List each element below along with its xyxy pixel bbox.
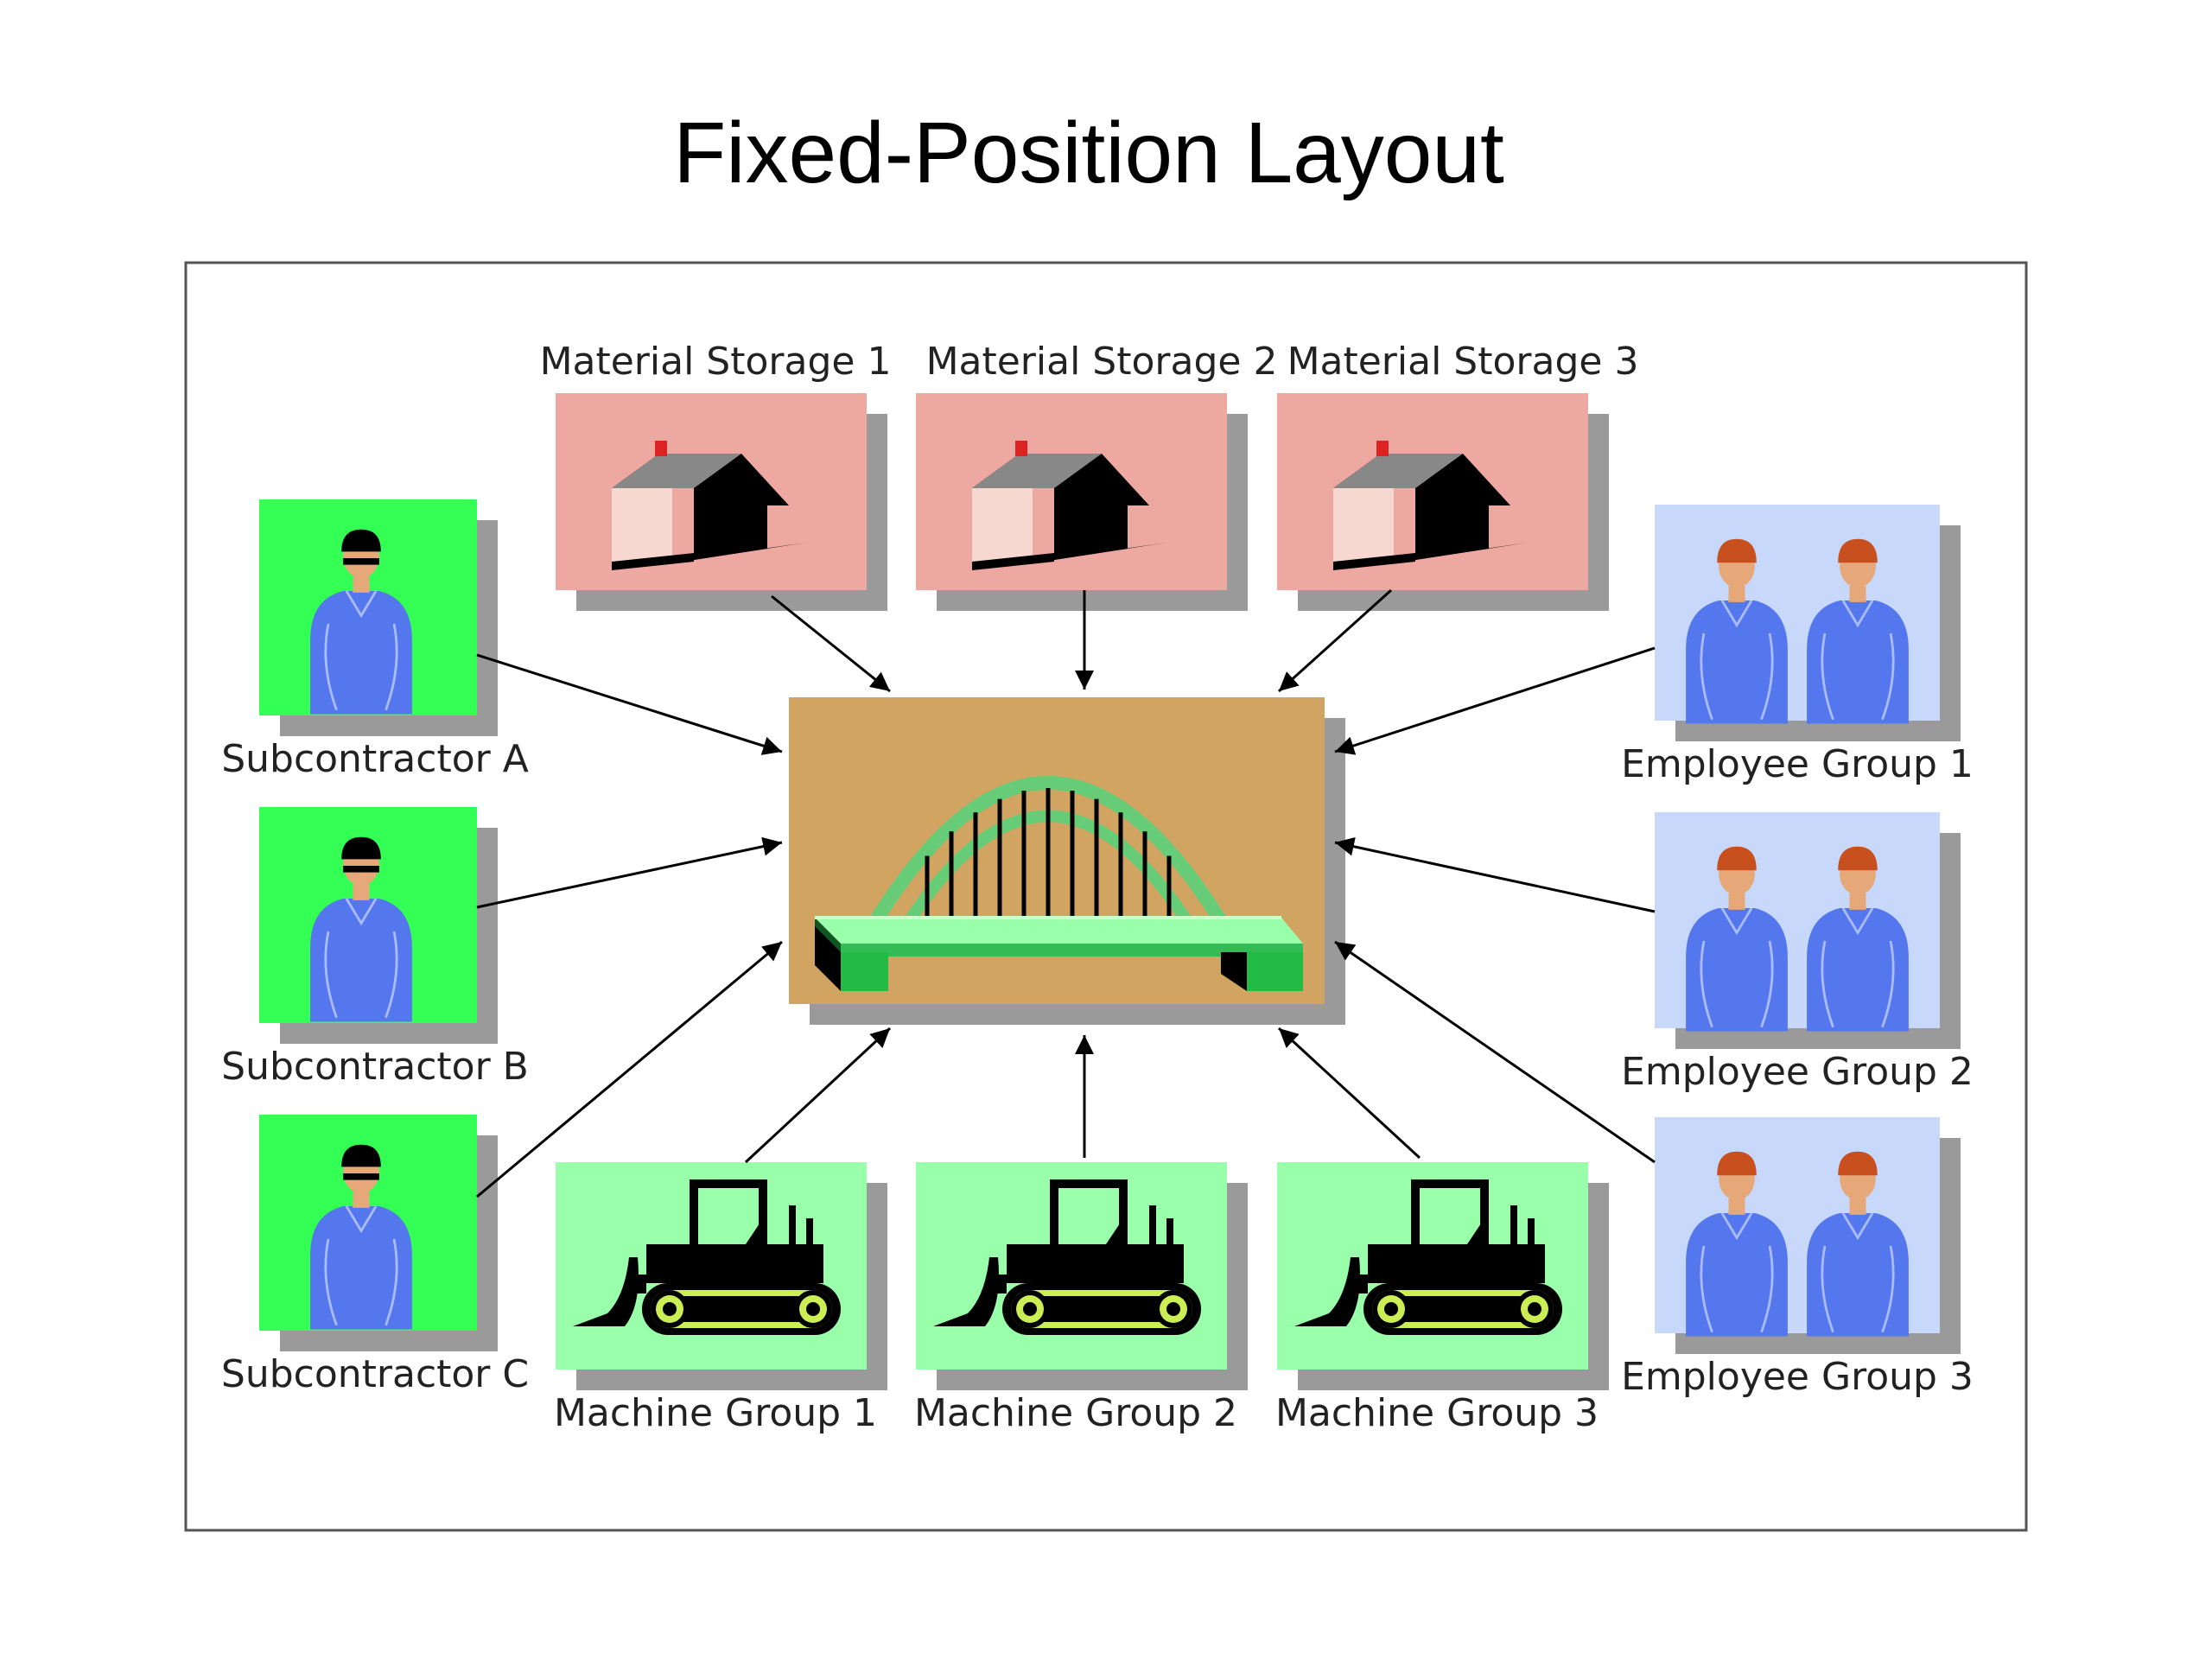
connector-arrow [771, 594, 891, 693]
machines-label-2: Machine Group 2 [914, 1391, 1237, 1435]
subcontractors-label-3: Subcontractor C [221, 1352, 529, 1396]
page-title: Fixed-Position Layout [673, 105, 1504, 201]
employees-label-1: Employee Group 1 [1621, 742, 1974, 786]
machines-label-3: Machine Group 3 [1275, 1391, 1599, 1435]
subcontractors-label-1: Subcontractor A [221, 737, 529, 781]
employees-label-3: Employee Group 3 [1621, 1355, 1974, 1399]
connector-arrow [476, 653, 783, 755]
materials-label-1: Material Storage 1 [540, 340, 892, 384]
connector-arrow [1334, 646, 1656, 755]
machines-label-1: Machine Group 1 [554, 1391, 877, 1435]
connector-arrow [476, 836, 783, 909]
connector-arrow [1334, 836, 1656, 913]
connector-arrow [1277, 1027, 1421, 1160]
materials-label-2: Material Storage 2 [926, 340, 1278, 384]
materials-label-3: Material Storage 3 [1287, 340, 1639, 384]
employees-label-2: Employee Group 2 [1621, 1050, 1974, 1094]
connector-arrow [476, 940, 783, 1198]
subcontractors-label-2: Subcontractor B [221, 1045, 529, 1089]
connector-arrow [1277, 588, 1393, 693]
connector-arrow [744, 1027, 892, 1164]
connector-arrow [1334, 940, 1656, 1164]
